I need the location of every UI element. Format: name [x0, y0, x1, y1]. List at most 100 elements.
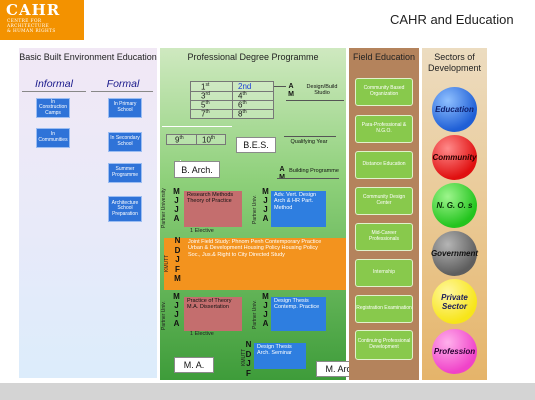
- kmutt-label: KMUTT: [164, 254, 170, 272]
- professional-programme-column: Professional Degree Programme 1st 2nd 3r…: [160, 48, 368, 380]
- formal-heading: Formal: [106, 78, 140, 90]
- logo-subtitle: CENTRE FOR ARCHITECTURE & HUMAN RIGHTS: [7, 19, 56, 34]
- year-num: 5: [201, 100, 206, 110]
- design-thesis-box[interactable]: Design Thesis Contemp. Practice: [271, 297, 326, 331]
- basic-column-title: Basic Built Environment Education: [19, 52, 157, 62]
- year-num: 10: [202, 135, 211, 145]
- year-grid: 1st 2nd 3rd 4th 5th 6th 7th 8th: [190, 81, 274, 119]
- informal-heading: Informal: [35, 78, 73, 90]
- divider: [277, 178, 339, 179]
- field-item[interactable]: Continuing Professional Development: [355, 330, 413, 360]
- cahr-logo: CAHR CENTRE FOR ARCHITECTURE & HUMAN RIG…: [0, 0, 84, 40]
- formal-item[interactable]: In Secondary School: [108, 132, 142, 152]
- connector-line: [274, 86, 286, 87]
- sectors-column: Sectors of Development Education Communi…: [422, 48, 487, 380]
- logo-subtitle-line: CENTRE FOR: [7, 19, 42, 24]
- year-suffix: st: [205, 82, 210, 88]
- mjja-label: M J J A: [173, 292, 180, 328]
- barch-box[interactable]: B. Arch.: [174, 161, 220, 178]
- divider: [284, 136, 336, 137]
- logo-subtitle-line: ARCHITECTURE: [7, 24, 50, 29]
- divider: [286, 100, 344, 101]
- slide-title: CAHR and Education: [390, 12, 514, 27]
- year-num: 8: [238, 109, 243, 119]
- mjja-label: M J J A: [262, 187, 269, 223]
- design-thesis-seminar-box[interactable]: Design Thesis Arch. Seminar: [254, 343, 306, 369]
- year-7: 7th: [201, 109, 210, 119]
- elective-label: 1 Elective: [190, 331, 214, 337]
- year-2: 2nd: [238, 82, 252, 91]
- basic-education-column: Basic Built Environment Education Inform…: [19, 48, 157, 378]
- year-suffix: th: [205, 109, 210, 115]
- field-item[interactable]: Community Based Organization: [355, 78, 413, 106]
- ndjfm-label: N D J F M: [174, 236, 181, 283]
- field-item[interactable]: Distance Education: [355, 151, 413, 179]
- year-4: 4th: [238, 91, 247, 101]
- elective-label: 1 Elective: [190, 228, 214, 234]
- partner-univ-label: Partner Univ.: [161, 301, 167, 331]
- grid-line: [196, 135, 197, 144]
- grid-line: [191, 91, 273, 92]
- year-suffix: th: [242, 100, 247, 106]
- year-suffix: th: [179, 135, 184, 141]
- ndjf-label: N D J F: [245, 340, 252, 378]
- building-programme: Building Programme: [289, 168, 339, 174]
- adv-vert-design-box[interactable]: Adv. Vert. Design Arch & HR Part. Method: [271, 191, 326, 227]
- field-item[interactable]: Community Design Center: [355, 187, 413, 215]
- year-6: 6th: [238, 100, 247, 110]
- year-10: 10th: [202, 135, 215, 145]
- sector-ngos[interactable]: N. G. O. s: [432, 183, 477, 228]
- qualifying-year: Qualifying Year: [290, 139, 328, 145]
- field-education-column: Field Education Community Based Organiza…: [349, 48, 419, 380]
- sector-education[interactable]: Education: [432, 87, 477, 132]
- year-3: 3rd: [201, 91, 210, 101]
- joint-field-study-text: Joint Field Study: Phnom Penh Contempora…: [188, 239, 322, 258]
- mjja-label: M J J A: [262, 292, 269, 328]
- year-suffix: th: [210, 135, 216, 141]
- formal-item[interactable]: Architecture School Preparation: [108, 196, 142, 222]
- grid-line: [191, 100, 273, 101]
- year-num: 6: [238, 100, 243, 110]
- year-num: 3: [201, 91, 206, 101]
- partner-university-label: Partner University: [161, 188, 167, 228]
- informal-item[interactable]: In Construction Camps: [36, 98, 70, 118]
- joint-field-study-band: [164, 238, 346, 290]
- formal-item[interactable]: Summer Programme: [108, 163, 142, 183]
- divider: [91, 91, 153, 92]
- professional-column-title: Professional Degree Programme: [187, 52, 319, 62]
- mjja-label: M J J A: [173, 187, 180, 223]
- sector-community[interactable]: Community: [432, 135, 477, 180]
- logo-title: CAHR: [6, 1, 61, 19]
- sector-profession[interactable]: Profession: [432, 329, 477, 374]
- design-build-studio: Design/Build Studio: [306, 84, 338, 97]
- practice-theory-box[interactable]: Practice of Theory M.A. Dissertation: [184, 297, 242, 331]
- research-methods-box[interactable]: Research Methods Theory of Practice: [184, 191, 242, 227]
- formal-item[interactable]: In Primary School: [108, 98, 142, 118]
- year-num: 4: [238, 91, 243, 101]
- bes-box[interactable]: B.E.S.: [236, 137, 276, 153]
- year-8: 8th: [238, 109, 247, 119]
- sectors-column-title: Sectors of Development: [427, 52, 482, 73]
- partner-univ-label: Partner Univ.: [252, 195, 258, 225]
- year-1: 1st: [201, 82, 209, 92]
- connector-line: [162, 126, 232, 127]
- year-suffix: th: [242, 91, 247, 97]
- year-num: 1: [201, 82, 206, 92]
- sector-government[interactable]: Government: [431, 231, 478, 276]
- partner-univ-label: Partner Univ.: [252, 300, 258, 330]
- field-item[interactable]: Para-Professional & N.G.O.: [355, 115, 413, 143]
- field-item[interactable]: Mid-Career Professionals: [355, 223, 413, 251]
- year-suffix: th: [205, 100, 210, 106]
- year-grid-lower: 9th 10th: [166, 134, 226, 145]
- grid-line: [191, 109, 273, 110]
- year-num: 9: [175, 135, 180, 145]
- am-label: A M: [288, 83, 294, 98]
- field-item[interactable]: Internship: [355, 259, 413, 287]
- year-suffix: rd: [205, 91, 210, 97]
- am-label: A M: [279, 166, 285, 181]
- year-5: 5th: [201, 100, 210, 110]
- ma-box[interactable]: M. A.: [174, 357, 214, 373]
- field-item[interactable]: Registration Examination: [355, 295, 413, 323]
- sector-private[interactable]: Private Sector: [432, 279, 477, 324]
- informal-item[interactable]: In Communities: [36, 128, 70, 148]
